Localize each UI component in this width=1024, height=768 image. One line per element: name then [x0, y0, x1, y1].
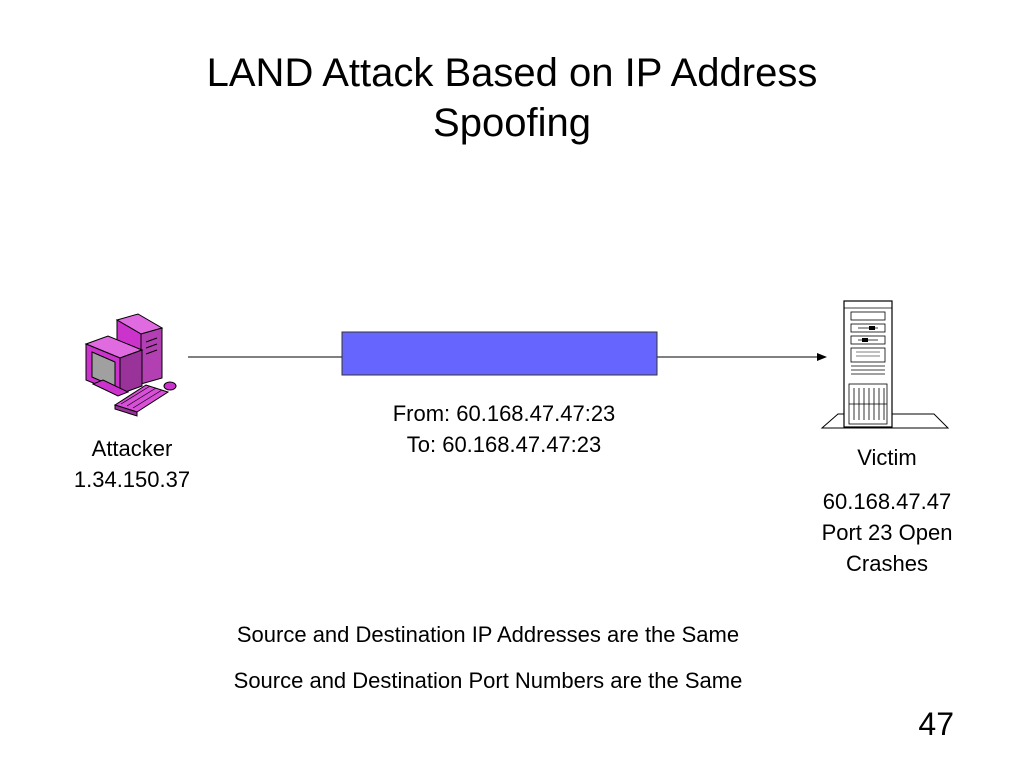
victim-status: Crashes — [846, 551, 928, 576]
server-tower-icon — [820, 300, 950, 429]
victim-details: 60.168.47.47 Port 23 Open Crashes — [797, 486, 977, 579]
victim-label: Victim — [857, 445, 917, 470]
packet-to: To: 60.168.47.47:23 — [406, 432, 602, 457]
victim-ip: 60.168.47.47 — [822, 489, 952, 514]
desktop-computer-icon — [84, 313, 177, 417]
note-port-same: Source and Destination Port Numbers are … — [233, 668, 743, 693]
attacker-name: Attacker — [91, 436, 173, 461]
packet-label: From: 60.168.47.47:23 To: 60.168.47.47:2… — [344, 398, 664, 460]
note-ip-same: Source and Destination IP Addresses are … — [236, 622, 740, 647]
attacker-ip: 1.34.150.37 — [73, 467, 191, 492]
victim-port: Port 23 Open — [821, 520, 953, 545]
title-line-1: LAND Attack Based on IP Address — [206, 51, 818, 95]
slide-title: LAND Attack Based on IP Address Spoofing — [0, 48, 1024, 148]
attacker-label: Attacker 1.34.150.37 — [52, 433, 212, 495]
spoofed-packet — [341, 331, 658, 376]
packet-from: From: 60.168.47.47:23 — [392, 401, 616, 426]
page-number: 47 — [918, 706, 954, 742]
title-line-2: Spoofing — [433, 101, 591, 145]
